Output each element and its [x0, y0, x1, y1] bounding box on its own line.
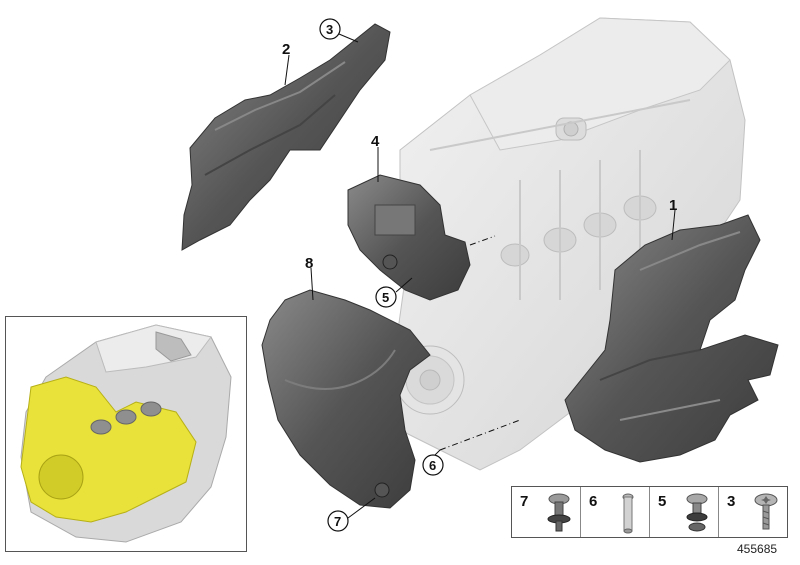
callout-2: 2 — [282, 41, 290, 58]
part-1-shield — [564, 214, 779, 463]
callout-3-circle: 3 — [319, 18, 341, 40]
leader-lines — [284, 33, 676, 519]
legend-item-3: 3 — [719, 487, 787, 537]
callout-4: 4 — [371, 133, 380, 150]
legend-item-5: 5 — [650, 487, 719, 537]
legend-number: 7 — [520, 493, 529, 510]
callout-5: 5 — [382, 290, 389, 305]
part-4-shield — [347, 174, 471, 301]
overview-inset — [5, 316, 247, 552]
callout-7: 7 — [334, 514, 341, 529]
torx-screw-icon — [754, 493, 778, 530]
push-rivet-icon — [547, 493, 571, 532]
callout-6-circle: 6 — [422, 454, 444, 476]
callout-3: 3 — [326, 22, 333, 37]
legend-number: 6 — [589, 493, 598, 510]
legend-number: 5 — [658, 493, 667, 510]
callout-1: 1 — [669, 197, 677, 214]
fastener-legend: 7 6 5 3 — [511, 486, 788, 538]
expanding-rivet-icon — [686, 493, 708, 532]
callout-6: 6 — [429, 458, 436, 473]
document-number: 455685 — [737, 542, 778, 556]
legend-item-6: 6 — [581, 487, 650, 537]
part-2-shield — [181, 23, 391, 251]
callout-8: 8 — [305, 255, 313, 272]
callout-5-circle: 5 — [375, 286, 397, 308]
engine-block — [394, 17, 746, 471]
legend-item-7: 7 — [512, 487, 581, 537]
callout-7-circle: 7 — [327, 510, 349, 532]
engine-overview-illustration — [20, 324, 232, 543]
pin-icon — [622, 493, 634, 534]
legend-number: 3 — [727, 493, 736, 510]
part-8-shield — [261, 289, 431, 509]
